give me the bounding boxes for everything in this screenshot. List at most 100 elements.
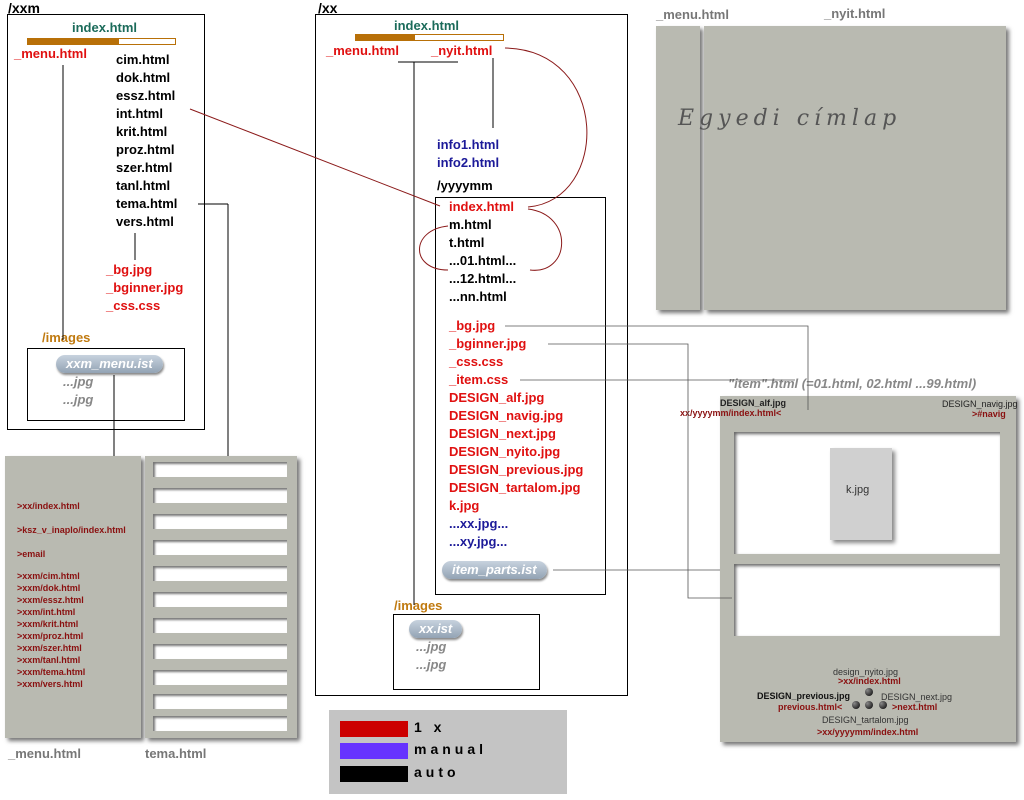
nav-dot-top[interactable]	[865, 688, 873, 696]
xxm-index-label: index.html	[72, 20, 138, 35]
menu-page-caption: _menu.html	[8, 746, 81, 761]
essz-to-index-connector	[189, 108, 441, 207]
xx-menu-label: _menu.html	[326, 43, 399, 58]
tartalom-label: DESIGN_tartalom.jpg	[822, 715, 909, 725]
menu-page-links: >xxm/cim.html >xxm/dok.html >xxm/essz.ht…	[17, 570, 85, 690]
yyyymm-asset-list: _bg.jpg _bginner.jpg _css.css _item.css …	[449, 317, 583, 551]
menu-page-panel	[5, 456, 141, 738]
tema-row	[153, 514, 287, 529]
tema-row	[153, 618, 287, 633]
menu-link[interactable]: >xxm/proz.html	[17, 631, 84, 641]
list-item: DESIGN_navig.jpg	[449, 408, 564, 423]
xxm-images-folder-label: /images	[42, 330, 91, 345]
tema-row	[153, 592, 287, 607]
xxm-folder-box	[7, 14, 205, 430]
list-item: ...jpg	[416, 657, 447, 672]
item-parts-pill: item_parts.ist	[442, 561, 547, 579]
xxm-index-bar	[27, 38, 176, 45]
list-item: info2.html	[437, 155, 500, 170]
menu-link[interactable]: >xxm/essz.html	[17, 595, 84, 605]
nyito-label: design_nyito.jpg	[833, 667, 899, 677]
yyyymm-folder-label: /yyyymm	[437, 178, 493, 193]
frameset-title: Egyedi címlap	[678, 106, 902, 131]
index-loop-arc	[527, 208, 563, 271]
tema-row	[153, 670, 287, 685]
list-item: info1.html	[437, 137, 500, 152]
list-item: cim.html	[116, 52, 170, 67]
menu-link[interactable]: >xxm/int.html	[17, 607, 76, 617]
xx-folder-box	[315, 14, 628, 696]
item-navig-link[interactable]: >#navig	[972, 409, 1006, 419]
menu-link[interactable]: >xxm/tema.html	[17, 667, 86, 677]
list-item: krit.html	[116, 124, 168, 139]
tartalom-link[interactable]: >xx/yyyymm/index.html	[817, 727, 919, 737]
tema-row	[153, 644, 287, 659]
frameset-nyit-label: _nyit.html	[824, 6, 886, 21]
xx-images-folder-label: /images	[394, 598, 443, 613]
xx-images-jpg-list: ...jpg ...jpg	[416, 638, 446, 674]
mhtml-loop-arc	[419, 225, 449, 271]
bginner-connector	[548, 343, 732, 599]
list-item: ...01.html...	[449, 253, 517, 268]
menu-link[interactable]: >xx/index.html	[17, 501, 80, 511]
yyyymm-folder-box	[435, 197, 606, 595]
list-item: tanl.html	[116, 178, 171, 193]
list-item: _css.css	[106, 298, 161, 313]
k-image	[830, 448, 892, 540]
xxm-file-list: cim.html dok.html essz.html int.html kri…	[116, 51, 177, 231]
list-item: dok.html	[116, 70, 171, 85]
menu-link[interactable]: >email	[17, 549, 46, 559]
xxm-images-jpg-list: ...jpg ...jpg	[63, 373, 93, 409]
xxm-images-pill: xxm_menu.ist	[56, 355, 163, 373]
previous-link[interactable]: previous.html<	[778, 702, 843, 712]
list-item: szer.html	[116, 160, 173, 175]
previous-label: DESIGN_previous.jpg	[757, 691, 851, 701]
tema-row	[153, 716, 287, 731]
menu-link[interactable]: >xxm/krit.html	[17, 619, 79, 629]
legend-label-1x: 1 x	[414, 719, 446, 735]
item-alf-label: DESIGN_alf.jpg	[720, 398, 787, 408]
list-item: essz.html	[116, 88, 176, 103]
bg-connector	[505, 325, 809, 410]
xxm-menu-label: _menu.html	[14, 46, 87, 61]
menu-link[interactable]: >ksz_v_inaplo/index.html	[17, 525, 126, 535]
xx-index-bar	[355, 34, 504, 41]
xx-folder-label: /xx	[318, 0, 338, 16]
xxm-asset-list: _bg.jpg _bginner.jpg _css.css	[106, 261, 183, 315]
legend-label-auto: auto	[414, 764, 460, 780]
nyito-link[interactable]: >xx/index.html	[838, 676, 901, 686]
menu-link[interactable]: >xxm/cim.html	[17, 571, 80, 581]
list-item: DESIGN_previous.jpg	[449, 462, 584, 477]
list-item: ...xy.jpg...	[449, 534, 508, 549]
nav-dot-right[interactable]	[879, 701, 887, 709]
item-navig-label: DESIGN_navig.jpg	[942, 399, 1018, 409]
list-item: DESIGN_tartalom.jpg	[449, 480, 581, 495]
k-image-label: k.jpg	[846, 484, 870, 496]
menu-link[interactable]: >xxm/dok.html	[17, 583, 81, 593]
xx-index-label: index.html	[394, 18, 460, 33]
list-item: proz.html	[116, 142, 175, 157]
legend-swatch-manual	[340, 743, 408, 759]
legend-swatch-1x	[340, 721, 408, 737]
menu-link[interactable]: >xxm/vers.html	[17, 679, 83, 689]
nav-dot-left[interactable]	[852, 701, 860, 709]
list-item: t.html	[449, 235, 485, 250]
tema-page-panel	[145, 456, 297, 738]
item-alf-link[interactable]: xx/yyyymm/index.html<	[680, 408, 782, 418]
list-item: _bginner.jpg	[106, 280, 184, 295]
menu-link[interactable]: >xxm/tanl.html	[17, 655, 81, 665]
tema-row	[153, 462, 287, 477]
xx-info-list: info1.html info2.html	[437, 136, 499, 172]
tema-row	[153, 488, 287, 503]
frameset-menu-frame	[656, 26, 700, 310]
list-item: _css.css	[449, 354, 504, 369]
list-item: vers.html	[116, 214, 174, 229]
list-item: tema.html	[116, 196, 178, 211]
nav-dot-middle[interactable]	[865, 701, 873, 709]
list-item: ...jpg	[416, 639, 447, 654]
frameset-menu-label: _menu.html	[656, 7, 729, 22]
list-item: ...jpg	[63, 374, 94, 389]
menu-link[interactable]: >xxm/szer.html	[17, 643, 82, 653]
next-link[interactable]: >next.html	[892, 702, 938, 712]
